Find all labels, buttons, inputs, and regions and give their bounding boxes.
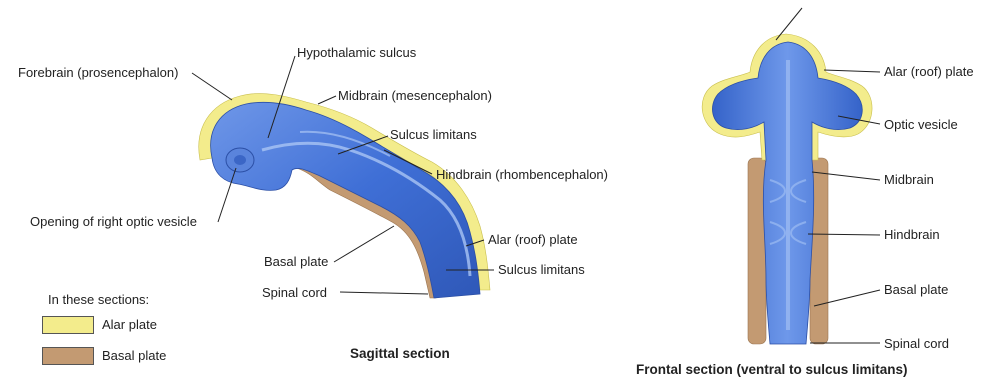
legend-title: In these sections: — [48, 292, 149, 307]
sagittal-section — [199, 94, 490, 298]
label-hindbrain: Hindbrain — [884, 227, 940, 242]
label-spinal-cord-sagittal: Spinal cord — [262, 285, 327, 300]
caption-frontal-section: Frontal section (ventral to sulcus limit… — [636, 362, 908, 377]
label-sulcus-limitans-lower: Sulcus limitans — [498, 262, 585, 277]
label-spinal-cord-frontal: Spinal cord — [884, 336, 949, 351]
label-forebrain: Forebrain (prosencephalon) — [18, 65, 178, 80]
legend-swatch-alar — [42, 316, 94, 334]
legend-swatch-basal — [42, 347, 94, 365]
label-alar-roof-plate-frontal: Alar (roof) plate — [884, 64, 974, 79]
legend-label-alar: Alar plate — [102, 317, 157, 332]
label-basal-plate-frontal: Basal plate — [884, 282, 948, 297]
label-sulcus-limitans-upper: Sulcus limitans — [390, 127, 477, 142]
frontal-section — [702, 34, 872, 344]
label-hindbrain-rhombencephalon: Hindbrain (rhombencephalon) — [436, 167, 608, 182]
caption-sagittal-section: Sagittal section — [350, 346, 450, 361]
label-alar-roof-plate-sagittal: Alar (roof) plate — [488, 232, 578, 247]
label-optic-vesicle: Optic vesicle — [884, 117, 958, 132]
legend-label-basal: Basal plate — [102, 348, 166, 363]
label-hypothalamic-sulcus: Hypothalamic sulcus — [297, 45, 416, 60]
label-midbrain-mesencephalon: Midbrain (mesencephalon) — [338, 88, 492, 103]
label-midbrain: Midbrain — [884, 172, 934, 187]
label-basal-plate-sagittal: Basal plate — [264, 254, 328, 269]
label-opening-optic-vesicle: Opening of right optic vesicle — [30, 214, 197, 229]
